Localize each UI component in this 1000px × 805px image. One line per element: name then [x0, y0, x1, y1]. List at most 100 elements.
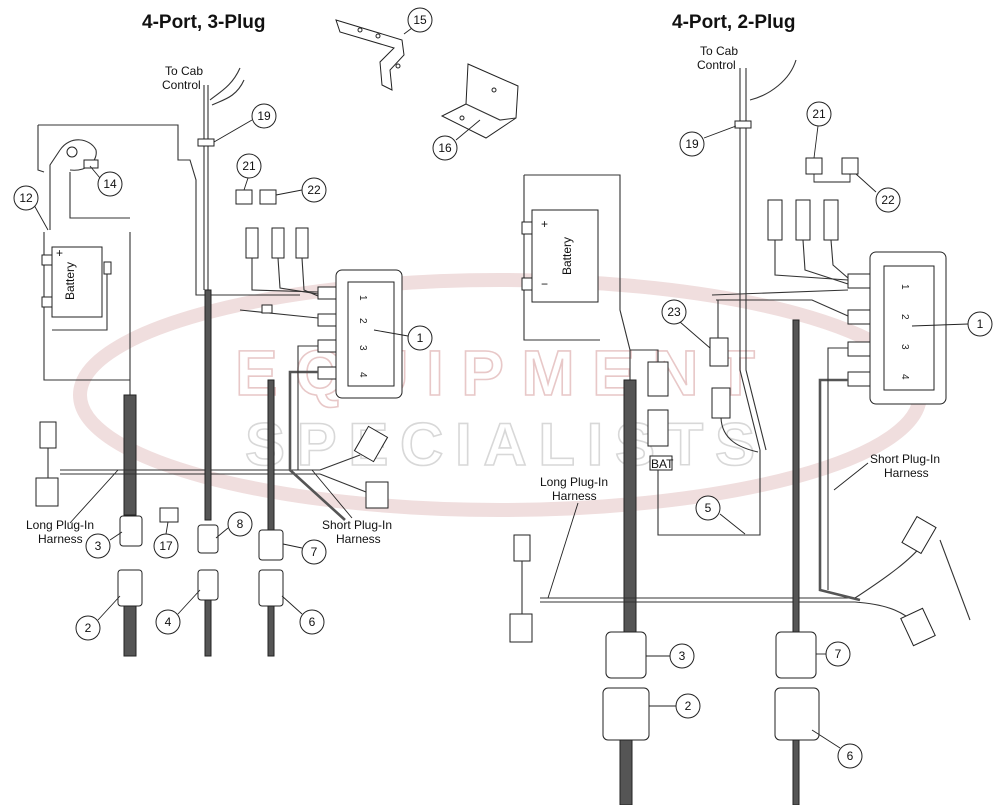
cab-wire-left-2: [209, 67, 241, 101]
right-diagram: To Cab Control Battery + − 1 2 3 4: [509, 44, 971, 805]
svg-text:19: 19: [257, 109, 271, 123]
module-left-port-1: 1: [357, 295, 368, 301]
plug-left-top: [39, 421, 57, 449]
callout-2-left: 2: [75, 595, 121, 641]
callout-22-right: 22: [855, 173, 901, 213]
title-right: 4-Port, 2-Plug: [672, 12, 796, 33]
module-right-conn-3: [847, 341, 871, 357]
leader-short-left: [311, 469, 353, 519]
valve-left-2: [271, 227, 285, 259]
watermark-line2: SPECIALISTS: [245, 411, 755, 478]
callout-14: 14: [89, 165, 123, 197]
plug-2-left: [117, 569, 143, 607]
valve-wire-left-3: [301, 257, 319, 297]
svg-text:19: 19: [685, 137, 699, 151]
cable-loop-left: [38, 124, 300, 296]
module-right-port-1: 1: [899, 284, 910, 290]
left-diagram: To Cab Control Battery +: [26, 19, 519, 657]
bracket-15-hole-1: [357, 27, 363, 33]
valve-wire-right-1: [774, 240, 849, 281]
bracket-16-hole-2: [459, 115, 465, 121]
long-harness-cable-left: [123, 394, 137, 516]
leader-short-right: [833, 462, 869, 491]
short-harness-right-e: [939, 539, 971, 621]
solenoid-14-body: [83, 159, 99, 169]
callout-21-right: 21: [806, 101, 832, 159]
bat-conn-right-top: [647, 361, 669, 397]
cab-cable-right: [739, 68, 761, 451]
valve-left-3: [295, 227, 309, 259]
callout-7-left: 7: [282, 539, 327, 565]
svg-text:1: 1: [977, 317, 984, 331]
cable-loop-left-b: [37, 125, 45, 173]
module-right-port-2: 2: [899, 314, 910, 320]
cable-battery-left: [43, 232, 130, 381]
svg-text:16: 16: [438, 141, 452, 155]
cable-7-right: [792, 319, 800, 641]
short-harness-right-c: [854, 544, 923, 599]
cab-wire-left-1: [211, 79, 245, 106]
to-cab-label-left-2: Control: [162, 78, 201, 92]
bracket-16-fold: [465, 103, 517, 121]
svg-text:7: 7: [835, 647, 842, 661]
long-harness-cable-right: [623, 379, 637, 641]
callouts-right: 21 19 22 1 23 5 3 7: [646, 101, 993, 769]
module-right-port-3: 3: [899, 344, 910, 350]
module-left-port-2: 2: [357, 318, 368, 324]
long-harness-label-left-2: Harness: [38, 532, 83, 546]
bat-conn-right-bottom: [647, 409, 669, 447]
short-plug-right-top: [901, 515, 937, 555]
short-harness-label-left-2: Harness: [336, 532, 381, 546]
solenoid-14-terminal: [66, 146, 78, 158]
module-left-port-4: 4: [357, 372, 368, 378]
svg-text:21: 21: [242, 159, 256, 173]
callout-12: 12: [13, 185, 49, 231]
module-left-conn-3: [317, 339, 337, 353]
callout-6-right: 6: [811, 729, 863, 769]
battery-right-label: Battery: [560, 237, 574, 275]
valve-wire-right-3: [830, 239, 849, 279]
callout-4-left: 4: [155, 589, 201, 635]
battery-left-terminal-pos: [41, 254, 53, 266]
callout-19-right: 19: [679, 125, 737, 157]
plug-3-left: [119, 515, 143, 547]
bracket-16-hole-1: [491, 87, 497, 93]
relay-23: [709, 337, 729, 367]
short-harness-right-b: [827, 347, 848, 590]
battery-right-terminal-pos: [521, 221, 533, 235]
valve-wire-right-2: [802, 239, 849, 285]
grommet-19-right: [734, 120, 752, 129]
long-harness-label-right-2: Harness: [552, 489, 597, 503]
plug-6-right: [774, 687, 820, 741]
relay-plug-right: [711, 387, 731, 419]
short-harness-cable-left: [267, 379, 275, 531]
short-harness-left-c: [319, 454, 361, 471]
callout-8: 8: [215, 511, 253, 539]
valve-left-1: [245, 227, 259, 259]
module-right-wire-a: [711, 289, 849, 296]
svg-text:5: 5: [705, 501, 712, 515]
callout-7-right: 7: [816, 641, 851, 667]
module-right-wire-b: [716, 299, 849, 317]
svg-text:17: 17: [159, 539, 173, 553]
bracket-15-hole-2: [375, 33, 381, 39]
svg-text:15: 15: [413, 13, 427, 27]
bracket-15: [335, 19, 405, 91]
cable-6-right: [792, 739, 800, 805]
callout-19-left: 19: [213, 103, 277, 143]
svg-text:14: 14: [103, 177, 117, 191]
module-left-conn-2: [317, 313, 337, 327]
plug-8-left: [197, 524, 219, 554]
plug-22-right: [841, 157, 859, 175]
cable-2-left: [123, 605, 137, 657]
to-cab-label-right-1: To Cab: [700, 44, 738, 58]
svg-text:1: 1: [417, 331, 424, 345]
short-plug-left-bottom: [365, 481, 389, 509]
cable-4-left: [204, 599, 212, 657]
cable-2-right: [619, 739, 633, 805]
svg-text:4: 4: [165, 615, 172, 629]
relay-plug-wire-right: [720, 417, 759, 453]
callout-3-left: 3: [85, 531, 123, 559]
bat-tag-right-label: BAT: [651, 457, 674, 471]
plug-21-left: [235, 189, 253, 205]
